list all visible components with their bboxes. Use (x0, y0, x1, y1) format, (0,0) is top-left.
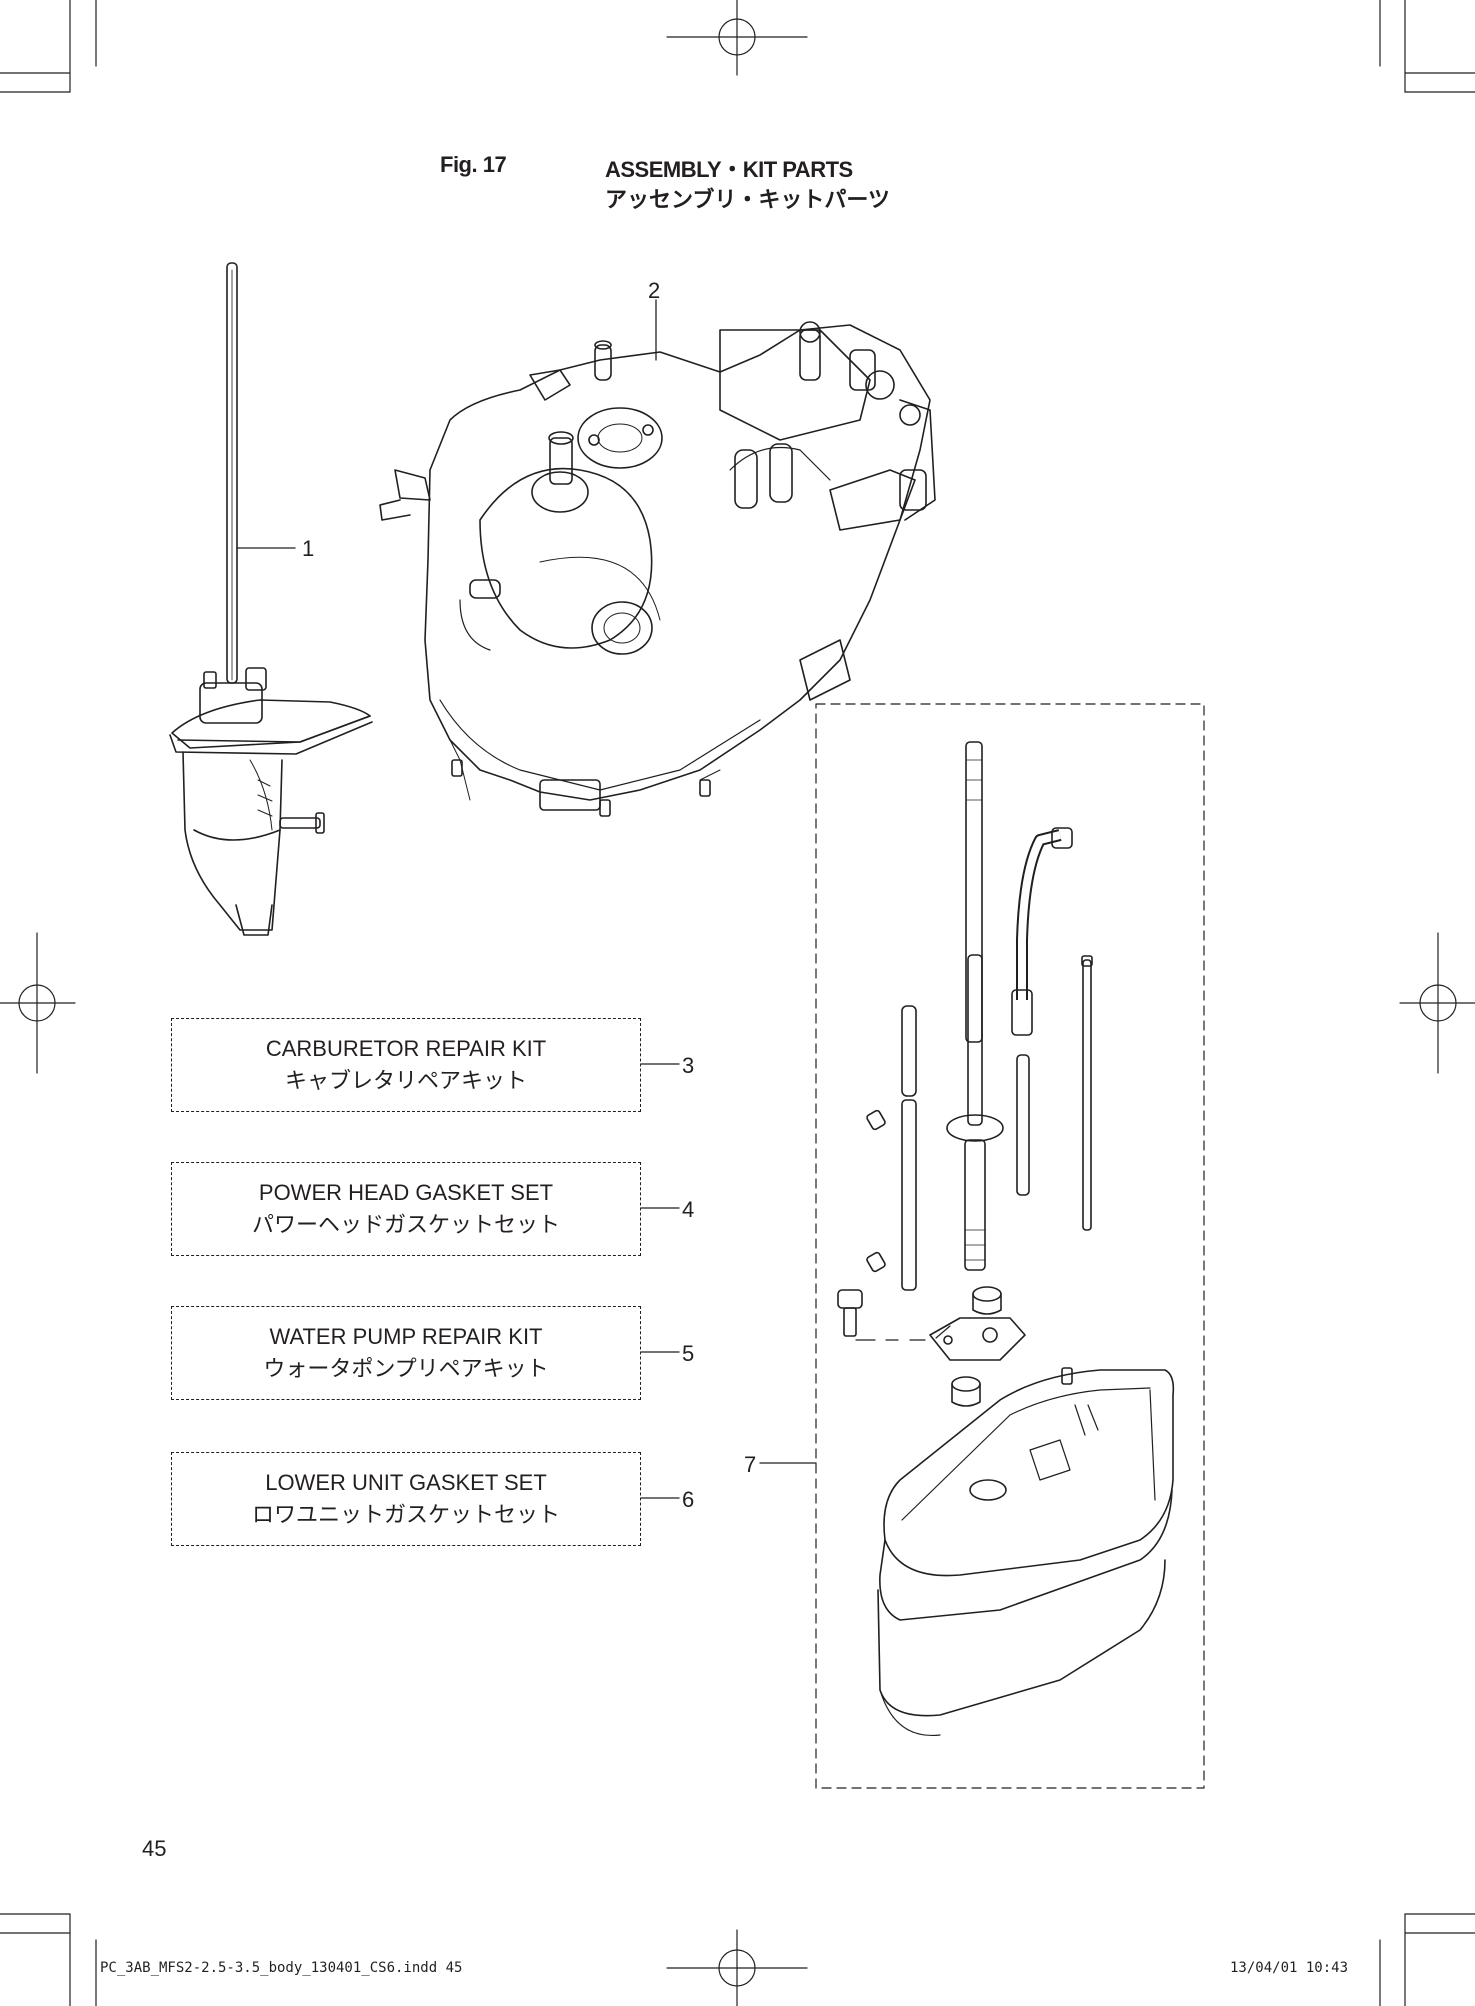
kit-name-jp: キャブレタリペアキット (284, 1068, 527, 1093)
leader-lines (236, 299, 817, 1499)
kit-box-carburetor-repair: CARBURETOR REPAIR KIT キャブレタリペアキット (171, 1018, 641, 1112)
kit-name-en: LOWER UNIT GASKET SET (265, 1470, 547, 1495)
kit-box-power-head-gasket: POWER HEAD GASKET SET パワーヘッドガスケットセット (171, 1162, 641, 1256)
part-2-power-head-drawing (379, 321, 936, 817)
registration-mark-bottom (666, 1929, 808, 2006)
print-slug-timestamp: 13/04/01 10:43 (1230, 1960, 1349, 1976)
part-1-lower-unit-drawing (169, 262, 373, 936)
kit-name-en: POWER HEAD GASKET SET (258, 1180, 554, 1205)
page-number: 45 (142, 1836, 167, 1861)
print-slug-filename: PC_3AB_MFS2-2.5-3.5_body_130401_CS6.indd… (100, 1960, 463, 1976)
figure-title-jp: アッセンブリ・キットパーツ (605, 187, 890, 212)
part-7-assembly-group (815, 703, 1205, 1789)
callout-5: 5 (682, 1341, 695, 1366)
callout-7: 7 (744, 1452, 757, 1477)
kit-box-lower-unit-gasket: LOWER UNIT GASKET SET ロワユニットガスケットセット (171, 1452, 641, 1546)
figure-number: Fig. 17 (440, 152, 507, 177)
drive-shaft-lower (967, 954, 983, 1126)
figure-title-en: ASSEMBLY・KIT PARTS (605, 157, 853, 182)
kit-name-jp: パワーヘッドガスケットセット (251, 1212, 560, 1237)
callout-2: 2 (648, 278, 661, 303)
callout-4: 4 (682, 1197, 695, 1222)
callout-6: 6 (682, 1487, 695, 1512)
callout-3: 3 (682, 1053, 695, 1078)
shaft-bearing (946, 1114, 1004, 1142)
registration-mark-left (0, 932, 76, 1074)
registration-mark-top (666, 0, 808, 76)
kit-name-jp: ウォータポンプリペアキット (263, 1356, 549, 1381)
drive-shaft-upper (965, 741, 983, 1043)
kit-box-water-pump-repair: WATER PUMP REPAIR KIT ウォータポンプリペアキット (171, 1306, 641, 1400)
kit-name-en: WATER PUMP REPAIR KIT (269, 1324, 543, 1349)
kit-name-jp: ロワユニットガスケットセット (251, 1502, 560, 1527)
kit-name-en: CARBURETOR REPAIR KIT (265, 1036, 547, 1061)
callout-1: 1 (302, 536, 315, 561)
registration-mark-right (1399, 932, 1475, 1074)
